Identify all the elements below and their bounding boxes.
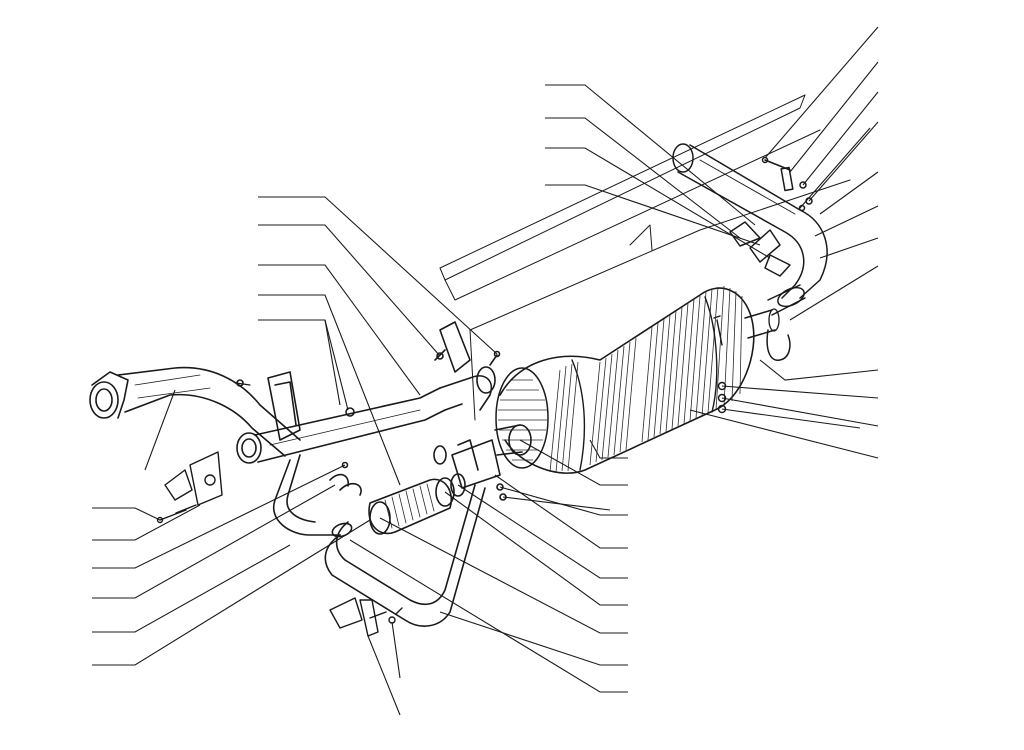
resonator-body: [368, 478, 452, 535]
hanger-strap: [780, 166, 794, 192]
muffler-outlet-pipe: [744, 309, 776, 339]
callout-leaders: [92, 26, 879, 716]
main-muffler: [495, 285, 780, 474]
muffler-shell-hatching: [549, 285, 743, 473]
pipe-support-bracket: [267, 371, 301, 441]
muffler-end-cap: [495, 367, 549, 469]
muffler-band-front: [571, 359, 586, 471]
vehicle-floor-outline: [439, 94, 851, 421]
resonator-assembly: [272, 424, 532, 627]
manifold-flange-gasket: [156, 451, 223, 524]
pipe-clip: [329, 473, 350, 487]
muffler-band-rear: [704, 296, 718, 413]
u-bolt-clamp: [766, 329, 791, 361]
lower-hanger-bracket: [329, 597, 403, 637]
inlet-flange: [89, 381, 119, 419]
tail-hanger-bracket: [749, 229, 781, 263]
muffler-stud: [713, 315, 723, 346]
clamp-block: [451, 439, 501, 489]
flange-plate: [189, 451, 223, 506]
front-exhaust-pipe: [89, 321, 501, 464]
nut: [345, 407, 355, 417]
